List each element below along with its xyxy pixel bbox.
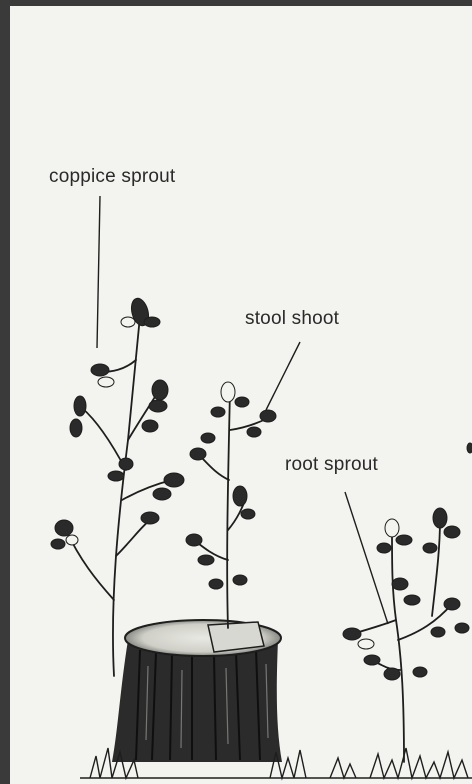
label-coppice-sprout: coppice sprout (49, 166, 175, 188)
plant-leaves (51, 296, 472, 680)
label-stool-shoot: stool shoot (245, 308, 339, 330)
tree-stump (112, 620, 282, 762)
leader-lines (97, 196, 388, 624)
root-leader-line (345, 492, 388, 624)
coppice-leader-line (97, 196, 100, 348)
stool-leader-line (266, 342, 300, 410)
label-root-sprout: root sprout (285, 454, 378, 476)
